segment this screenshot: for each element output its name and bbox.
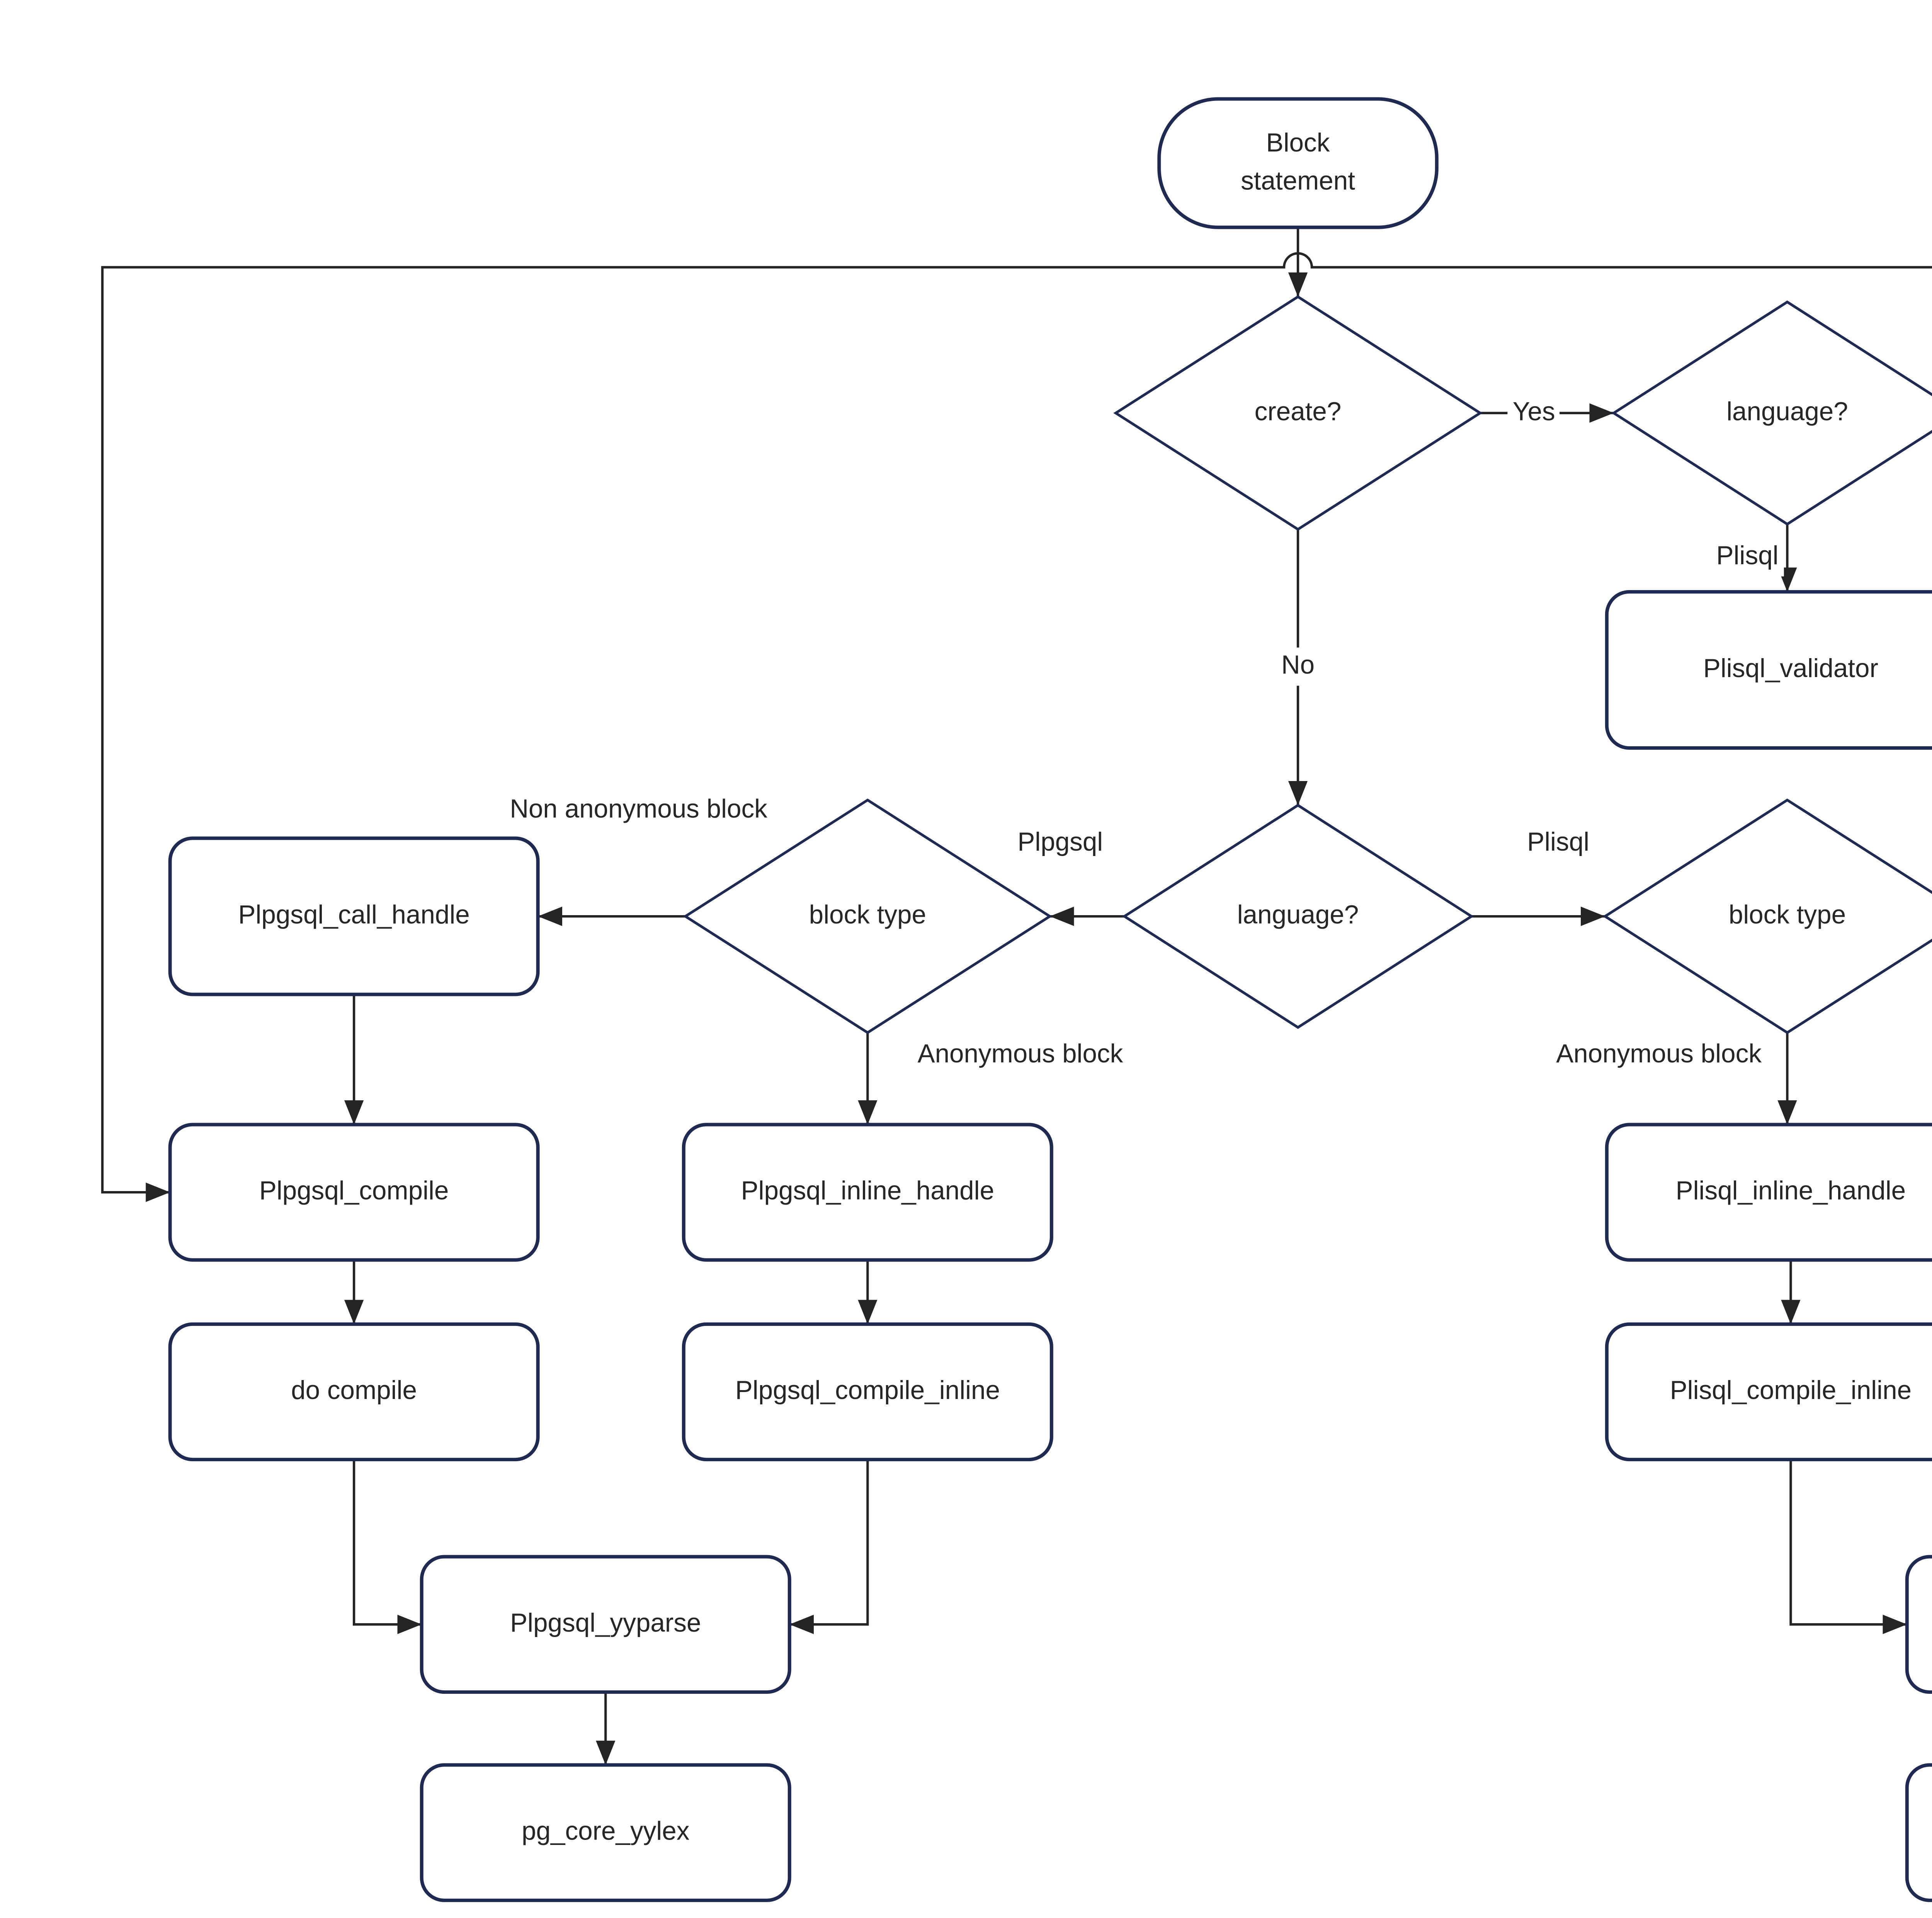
create-decision-shape bbox=[1113, 295, 1483, 531]
plpgsql-call-handle-shape bbox=[168, 836, 540, 996]
plisql-inline-handle-shape bbox=[1605, 1123, 1932, 1262]
edge-compileinline-plisql-yyparse bbox=[1789, 1459, 1907, 1634]
language-mid-decision-shape bbox=[1122, 803, 1474, 1029]
plpgsql-inline-handle-shape bbox=[682, 1123, 1053, 1262]
pg-core-yylex-shape bbox=[420, 1763, 791, 1902]
block-statement-shape bbox=[1157, 97, 1439, 229]
do-compile-left-shape bbox=[168, 1322, 540, 1462]
edge-compileinline-plpgsql-yyparse bbox=[789, 1459, 869, 1634]
edge-plpgsqlvalidator-plpgsqlcompile-feedback bbox=[101, 252, 1932, 1202]
plpgsql-compile-shape bbox=[168, 1123, 540, 1262]
plpgsql-compile-inline-shape bbox=[682, 1322, 1053, 1462]
plisql-validator-shape bbox=[1605, 590, 1932, 750]
plisql-yyparse-shape bbox=[1905, 1555, 1932, 1694]
edge-docompile-plpgsql-yyparse bbox=[352, 1459, 422, 1634]
ora-core-yylex-shape bbox=[1905, 1763, 1932, 1902]
plisql-compile-inline-shape bbox=[1605, 1322, 1932, 1462]
block-type-right-decision-shape bbox=[1602, 798, 1932, 1034]
block-type-left-decision-shape bbox=[683, 798, 1053, 1034]
plpgsql-yyparse-shape bbox=[420, 1555, 791, 1694]
language-top-decision-shape bbox=[1611, 300, 1932, 526]
